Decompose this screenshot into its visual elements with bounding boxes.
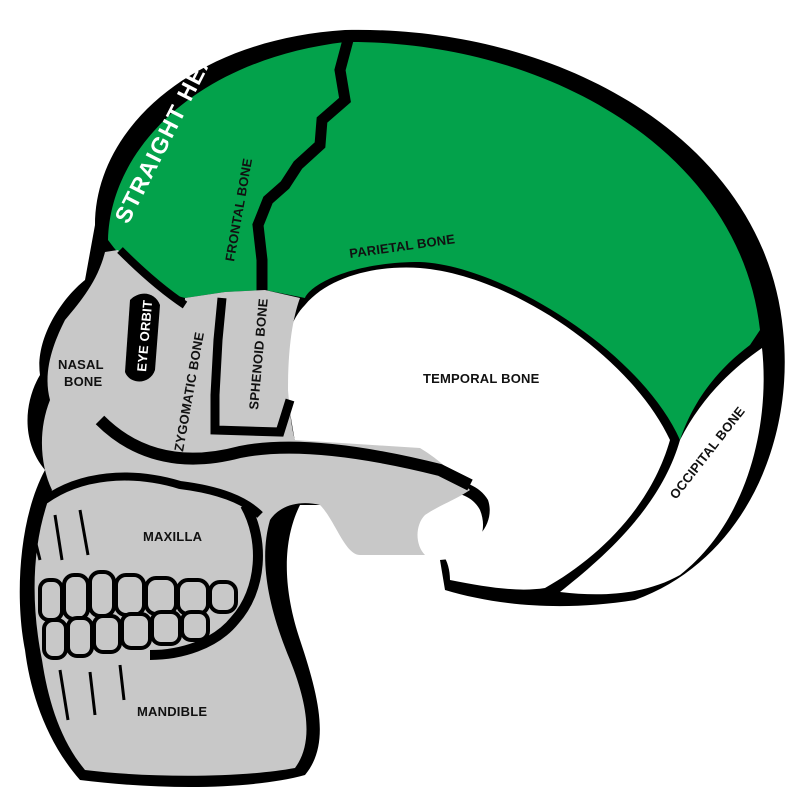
mandible-ramus-edge [149, 502, 263, 660]
occipital-region [560, 348, 764, 595]
temporal-bone-label: TEMPORAL BONE [423, 371, 540, 386]
jaw-root-lines [28, 509, 126, 721]
tooth [114, 573, 146, 617]
tooth [88, 570, 116, 618]
tooth [144, 576, 178, 616]
tooth [150, 610, 182, 646]
skull-cap-highlight [108, 41, 760, 441]
maxilla-label: MAXILLA [143, 529, 203, 544]
tooth [42, 618, 68, 660]
zygomatic-arch-line [95, 415, 473, 491]
tooth [180, 610, 210, 642]
eye-orbit-label: EYE ORBIT [134, 299, 155, 372]
temporal-region [284, 267, 670, 590]
tooth [66, 616, 94, 658]
eye-orbit-shape [125, 293, 160, 382]
tooth [120, 612, 152, 650]
tooth [38, 578, 64, 622]
eye-orbit-divider [117, 247, 188, 309]
nasal-bone-label-line2: BONE [64, 374, 102, 389]
tooth [62, 573, 90, 621]
tooth [176, 578, 210, 616]
coronal-suture [252, 38, 354, 292]
tooth [92, 614, 122, 654]
sphenoid-border [210, 297, 295, 437]
mandible-label: MANDIBLE [137, 704, 207, 719]
nasal-bone-label-line1: NASAL [58, 357, 104, 372]
maxilla-upper-edge [42, 472, 263, 518]
teeth [38, 570, 238, 660]
tooth [208, 580, 238, 614]
